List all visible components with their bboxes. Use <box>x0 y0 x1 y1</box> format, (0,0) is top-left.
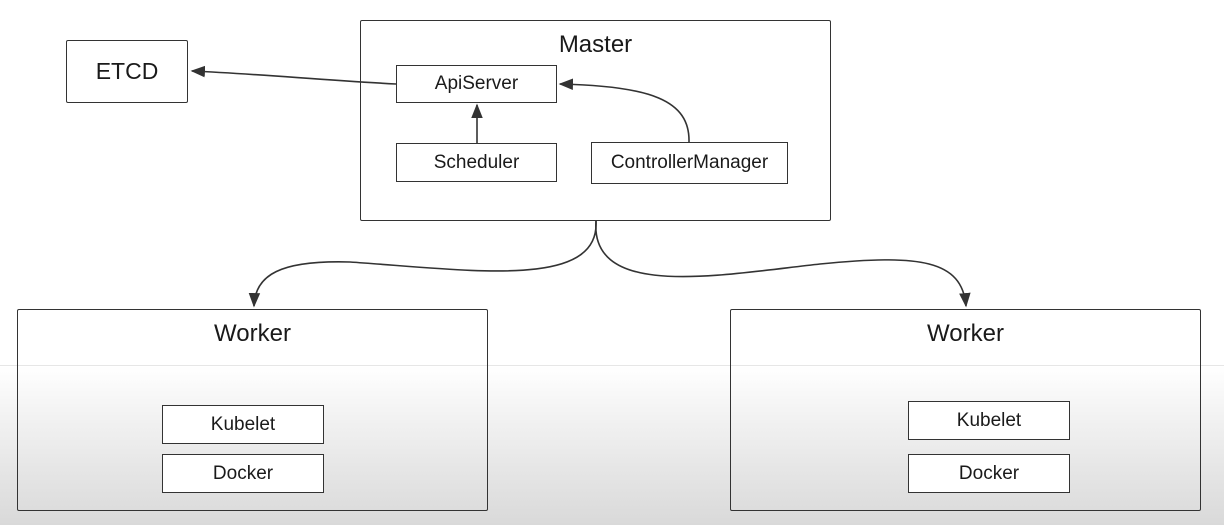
docker-box: Docker <box>908 454 1070 493</box>
kubelet-box: Kubelet <box>162 405 324 444</box>
api-server-box: ApiServer <box>396 65 557 103</box>
etcd-label: ETCD <box>95 58 159 84</box>
kubelet-box: Kubelet <box>908 401 1070 440</box>
arrow-apiserver-to-etcd <box>190 65 397 85</box>
master-title: Master <box>558 31 633 58</box>
controller-manager-box: ControllerManager <box>591 142 788 184</box>
scheduler-box: Scheduler <box>396 143 557 182</box>
worker-title: Worker <box>927 320 1004 347</box>
arrow-master-to-worker-right <box>595 220 971 308</box>
master-node: Master <box>360 20 831 221</box>
kubelet-label: Kubelet <box>210 413 276 435</box>
docker-box: Docker <box>162 454 324 493</box>
api-server-label: ApiServer <box>434 73 519 94</box>
worker-node-right: Worker <box>730 309 1201 511</box>
worker-node-left: Worker <box>17 309 488 511</box>
kubelet-label: Kubelet <box>956 409 1022 431</box>
controller-manager-label: ControllerManager <box>610 152 769 173</box>
bottom-shade <box>0 365 1224 525</box>
docker-label: Docker <box>212 462 274 484</box>
arrow-controllermanager-to-apiserver <box>558 78 690 143</box>
arrow-master-to-worker-left <box>248 220 597 308</box>
scheduler-label: Scheduler <box>433 151 520 173</box>
etcd-box: ETCD <box>66 40 188 103</box>
docker-label: Docker <box>958 462 1020 484</box>
worker-title: Worker <box>214 320 291 347</box>
